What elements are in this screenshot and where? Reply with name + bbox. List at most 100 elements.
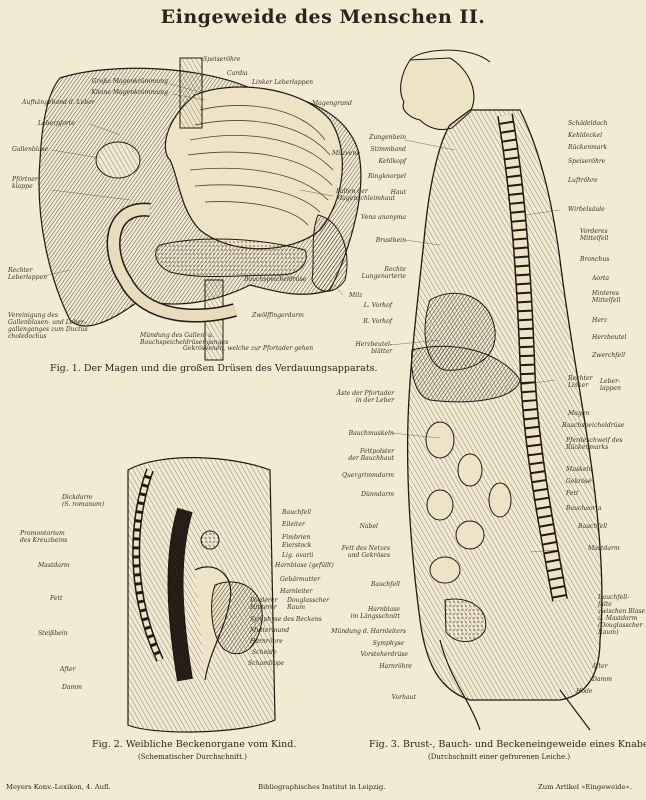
fig3-label-left: Harnröhre xyxy=(379,663,412,670)
fig1-label: Speiseröhre xyxy=(203,56,241,63)
fig3-label-right: Bauchaorta xyxy=(566,505,602,512)
fig1-label: Mündung des Gallen- u. Bauchspeicheldrüs… xyxy=(140,332,229,346)
fig2-label: Eileiter xyxy=(282,521,305,528)
fig3-label-left: Bauchmuskeln xyxy=(348,430,394,437)
fig3-label-left: Nabel xyxy=(359,523,378,530)
fig1-label: Falten der Magenschleimhaut xyxy=(336,188,395,202)
fig2-label: Damm xyxy=(62,684,83,691)
fig3-subcaption: (Durchschnitt einer gefrorenen Leiche.) xyxy=(428,753,571,761)
fig3-label-left: Mündung d. Harnleiters xyxy=(331,628,406,635)
fig3-label-right: Wirbelsäule xyxy=(568,206,605,213)
fig1-leader-lines xyxy=(43,83,344,296)
fig3-label-left: Fett des Netzes und Gekröses xyxy=(341,545,390,559)
fig3-label-left: Vorhaut xyxy=(391,694,416,701)
fig3-label-left: Fettpolster der Bauchhaut xyxy=(348,448,394,462)
fig3-label-right: Bauchfell- falte zwischen Blase u. Mastd… xyxy=(598,594,646,636)
fig3-leader-lines xyxy=(389,139,561,553)
fig2-label: Symphyse des Beckens xyxy=(250,616,322,623)
fig3-label-right: After xyxy=(592,663,608,670)
fig3-label-right: Zwerchfell xyxy=(592,352,626,359)
fig1-label: Gallenblase xyxy=(12,146,49,153)
fig2-label: Vorderer Hinterer xyxy=(250,597,278,611)
fig3-label-right: Luftröhre xyxy=(568,177,598,184)
fig1-label: Rechter Leberlappen xyxy=(8,267,47,281)
fig3-label-left: Haut xyxy=(390,189,406,196)
fig3-label-right: Kehldeckel xyxy=(568,132,603,139)
fig1-label: Leberpforte xyxy=(38,120,75,127)
fig2-label: After xyxy=(60,666,76,673)
fig1-drawing xyxy=(38,57,362,361)
fig3-label-left: Vorsteherdrüse xyxy=(360,651,408,658)
fig2-label: Lig. ovarii xyxy=(282,552,314,559)
fig3-label-right: Damm xyxy=(592,676,613,683)
fig1-label: Aufhängeband d. Leber xyxy=(22,99,95,106)
fig1-label: Zwölffingerdarm xyxy=(252,312,304,319)
fig3-drawing xyxy=(400,49,603,731)
fig3-label-right: Muskeln xyxy=(566,466,593,473)
fig3-label-right: Pferdeschweif des Rückenmarks xyxy=(566,437,623,451)
fig3-label-left: Äste der Pfortader in der Leber xyxy=(336,390,394,404)
fig3-label-left: Symphyse xyxy=(372,640,404,647)
fig3-label-right: Schädeldach xyxy=(568,120,608,127)
footer-center: Bibliographisches Institut in Leipzig. xyxy=(258,783,386,791)
fig2-label: Dickdarm (S. romanum) xyxy=(62,494,105,508)
fig2-label: Mastdarm xyxy=(38,562,70,569)
fig3-label-right: Bronchus xyxy=(580,256,610,263)
fig3-label-left: Zungenbein xyxy=(369,134,406,141)
fig3-label-right: Fett xyxy=(566,490,579,497)
fig1-label: Linker Leberlappen xyxy=(252,79,314,86)
fig2-label: Muttermund xyxy=(250,627,290,634)
footer-right: Zum Artikel »Eingeweide«. xyxy=(538,783,632,791)
fig1-label: Kleine Magenkrümmung xyxy=(91,89,168,96)
fig2-label: Promontorium des Kreuzbeins xyxy=(20,530,68,544)
fig3-label-right: Vorderes Mittelfell xyxy=(580,228,609,242)
fig1-label: Milzvene xyxy=(332,150,360,157)
footer-left: Meyers Konv.-Lexikon, 4. Aufl. xyxy=(6,783,111,791)
fig3-label-left: Ringknorpel xyxy=(367,173,406,180)
fig1-label: Cardia xyxy=(227,70,248,77)
fig3-label-right: Leber- lappen xyxy=(600,378,621,392)
fig1-label: Milz xyxy=(349,292,363,299)
fig2-subcaption: (Schematischer Durchschnitt.) xyxy=(138,753,247,761)
fig3-label-right: Gekröse xyxy=(566,478,592,485)
fig3-label-left: Stimmband xyxy=(370,146,407,153)
fig2-label: Scheide xyxy=(252,649,277,656)
fig1-caption: Fig. 1. Der Magen und die großen Drüsen … xyxy=(50,363,378,374)
fig1-label: Pförtner- klappe xyxy=(12,176,40,190)
fig3-label-left: Dünndarm xyxy=(361,491,394,498)
fig3-label-right: Herzbeutel xyxy=(592,334,627,341)
fig3-label-right: Rechter Linker xyxy=(568,375,593,389)
fig1-label: Gekrösvenen, welche zur Pfortader gehen xyxy=(183,345,314,352)
fig2-label: Harnröhre xyxy=(250,638,283,645)
fig2-label: Eierstock xyxy=(282,542,312,549)
fig3-label-right: Hinteres Mittelfell xyxy=(592,290,621,304)
fig3-label-left: Kehlkopf xyxy=(378,158,406,165)
fig1-label: Vereinigung des Gallenblasen- und Leber-… xyxy=(8,312,88,340)
fig2-label: Gebärmutter xyxy=(280,576,321,583)
fig2-label: Bauchfell xyxy=(282,509,312,516)
fig3-label-right: Rückenmark xyxy=(568,144,608,151)
fig3-label-left: Brustbein xyxy=(375,237,406,244)
fig3-label-right: Aorta xyxy=(592,275,610,282)
fig1-label: Große Magenkrümmung xyxy=(91,78,168,85)
fig3-label-left: R. Vorhof xyxy=(363,318,392,325)
fig1-label: Bauchspeicheldrüse xyxy=(244,276,307,283)
fig3-label-right: Herz xyxy=(592,317,608,324)
fig3-label-left: Harnblase im Längsschnitt xyxy=(350,606,400,620)
fig3-label-right: Bauchfell xyxy=(578,523,608,530)
fig1-label: Magengrund xyxy=(312,100,352,107)
fig3-label-right: Mastdarm xyxy=(588,545,620,552)
fig3-label-left: L. Vorhof xyxy=(363,302,392,309)
fig3-label-left: Herzbeutel- blätter xyxy=(355,341,392,355)
fig3-label-right: Bauchspeicheldrüse xyxy=(562,422,625,429)
fig2-label: Harnblase (gefüllt) xyxy=(275,562,334,569)
fig2-label: Harnleiter xyxy=(280,588,313,595)
fig2-label: Douglasscher Raum xyxy=(287,597,330,611)
fig2-label: Schamlippe xyxy=(248,660,285,667)
fig2-caption: Fig. 2. Weibliche Beckenorgane vom Kind. xyxy=(92,739,297,750)
fig3-label-left: Quergrimmdarm xyxy=(342,472,394,479)
plate-title: Eingeweide des Menschen II. xyxy=(160,6,486,28)
fig3-label-right: Hode xyxy=(576,688,593,695)
